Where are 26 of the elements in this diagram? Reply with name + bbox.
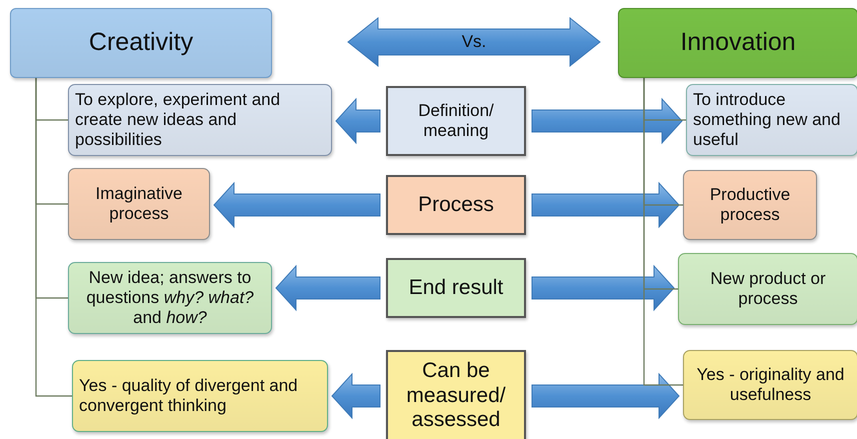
description-box: Imaginative process bbox=[68, 168, 210, 240]
block-arrow bbox=[331, 372, 380, 420]
description-box: Yes - quality of divergent and convergent thinking bbox=[72, 360, 328, 432]
category-box: Definition/ meaning bbox=[386, 86, 526, 156]
block-arrow bbox=[335, 98, 380, 144]
heading-box: Creativity bbox=[10, 8, 272, 78]
description-box: To explore, experiment and create new ideas and possibilities bbox=[68, 84, 332, 156]
connector-line bbox=[643, 78, 683, 386]
connector-line bbox=[35, 78, 72, 397]
block-arrow bbox=[532, 98, 683, 144]
heading-box: Innovation bbox=[618, 8, 857, 78]
description-box: To introduce something new and useful bbox=[686, 84, 857, 156]
block-arrow bbox=[532, 182, 680, 228]
block-arrow bbox=[532, 372, 680, 420]
block-arrow bbox=[213, 182, 380, 228]
block-arrow bbox=[275, 264, 380, 312]
category-box: Can be measured/ assessed bbox=[386, 350, 526, 439]
description-box: New product or process bbox=[678, 253, 857, 325]
category-box: Process bbox=[386, 175, 526, 235]
description-box: New idea; answers to questions why? what? and how? bbox=[68, 262, 272, 334]
description-box: Productive process bbox=[683, 170, 817, 240]
category-box: End result bbox=[386, 258, 526, 318]
edge-label: Vs. bbox=[462, 32, 486, 52]
description-box: Yes - originality and usefulness bbox=[683, 350, 857, 420]
block-arrow bbox=[532, 264, 675, 312]
double-block-arrow bbox=[347, 16, 601, 68]
